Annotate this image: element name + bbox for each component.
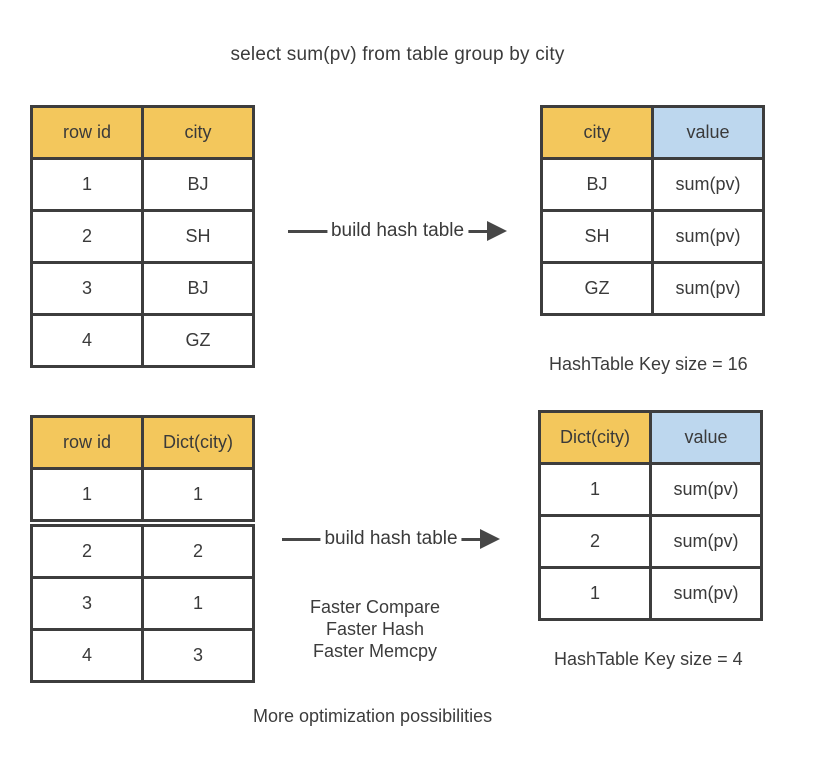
data-cell: sum(pv) — [651, 157, 765, 212]
faster-note-line: Faster Compare — [309, 597, 441, 617]
hashtable-key-size-16-caption: HashTable Key size = 16 — [549, 354, 748, 374]
table-header-row: city value — [540, 105, 765, 160]
data-cell: 1 — [538, 566, 652, 621]
data-cell: 2 — [141, 524, 255, 579]
table-hash-dict: Dict(city) value 1 sum(pv) 2 sum(pv) 1 s… — [538, 410, 763, 621]
data-cell: 1 — [141, 576, 255, 631]
table-row: SH sum(pv) — [540, 209, 765, 264]
data-cell: BJ — [141, 261, 255, 316]
header-cell: city — [141, 105, 255, 160]
more-optimizations-note: More optimization possibilities — [253, 706, 493, 726]
table-header-row: row id city — [30, 105, 255, 160]
header-cell: row id — [30, 415, 144, 470]
faster-note-line: Faster Hash — [325, 619, 425, 639]
data-cell: 2 — [30, 209, 144, 264]
data-cell: 3 — [30, 576, 144, 631]
data-cell: 4 — [30, 313, 144, 368]
data-cell: GZ — [540, 261, 654, 316]
table-row: 3 1 — [30, 576, 255, 631]
data-cell: sum(pv) — [651, 261, 765, 316]
table-source-dict: row id Dict(city) 1 1 2 2 3 1 4 3 — [30, 415, 255, 683]
data-cell: GZ — [141, 313, 255, 368]
data-cell: BJ — [141, 157, 255, 212]
hashtable-key-size-4-caption: HashTable Key size = 4 — [554, 649, 743, 669]
table-row: 2 2 — [30, 524, 255, 579]
table-row: 2 sum(pv) — [538, 514, 763, 569]
header-cell: city — [540, 105, 654, 160]
arrow-label: build hash table — [320, 527, 462, 551]
data-cell: sum(pv) — [649, 566, 763, 621]
data-cell: BJ — [540, 157, 654, 212]
table-row: 4 3 — [30, 628, 255, 683]
data-cell: sum(pv) — [649, 462, 763, 517]
table-row: 2 SH — [30, 209, 255, 264]
table-row: GZ sum(pv) — [540, 261, 765, 316]
data-cell: 4 — [30, 628, 144, 683]
table-source-city: row id city 1 BJ 2 SH 3 BJ 4 GZ — [30, 105, 255, 368]
header-cell: Dict(city) — [141, 415, 255, 470]
data-cell: 1 — [141, 467, 255, 522]
arrow-head-icon — [487, 221, 507, 241]
faster-notes: Faster Compare Faster Hash Faster Memcpy — [275, 596, 475, 662]
data-cell: 3 — [30, 261, 144, 316]
data-cell: 2 — [30, 524, 144, 579]
table-row: 1 sum(pv) — [538, 462, 763, 517]
header-cell: value — [651, 105, 765, 160]
arrow-build-hash-table-top: build hash table — [288, 219, 507, 243]
data-cell: SH — [141, 209, 255, 264]
data-cell: 2 — [538, 514, 652, 569]
data-cell: 1 — [30, 157, 144, 212]
diagram-title: select sum(pv) from table group by city — [230, 44, 565, 65]
table-row: 3 BJ — [30, 261, 255, 316]
arrow-label: build hash table — [326, 219, 469, 243]
data-cell: sum(pv) — [649, 514, 763, 569]
table-header-row: Dict(city) value — [538, 410, 763, 465]
data-cell: 1 — [30, 467, 144, 522]
data-cell: sum(pv) — [651, 209, 765, 264]
data-cell: SH — [540, 209, 654, 264]
data-cell: 1 — [538, 462, 652, 517]
header-cell: value — [649, 410, 763, 465]
table-row: 4 GZ — [30, 313, 255, 368]
arrow-build-hash-table-bottom: build hash table — [282, 527, 500, 551]
header-cell: Dict(city) — [538, 410, 652, 465]
faster-note-line: Faster Memcpy — [312, 641, 438, 661]
table-header-row: row id Dict(city) — [30, 415, 255, 470]
table-row: BJ sum(pv) — [540, 157, 765, 212]
header-cell: row id — [30, 105, 144, 160]
table-hash-city: city value BJ sum(pv) SH sum(pv) GZ sum(… — [540, 105, 765, 316]
arrow-head-icon — [480, 529, 500, 549]
table-row: 1 1 — [30, 467, 255, 522]
table-row: 1 BJ — [30, 157, 255, 212]
table-row: 1 sum(pv) — [538, 566, 763, 621]
data-cell: 3 — [141, 628, 255, 683]
